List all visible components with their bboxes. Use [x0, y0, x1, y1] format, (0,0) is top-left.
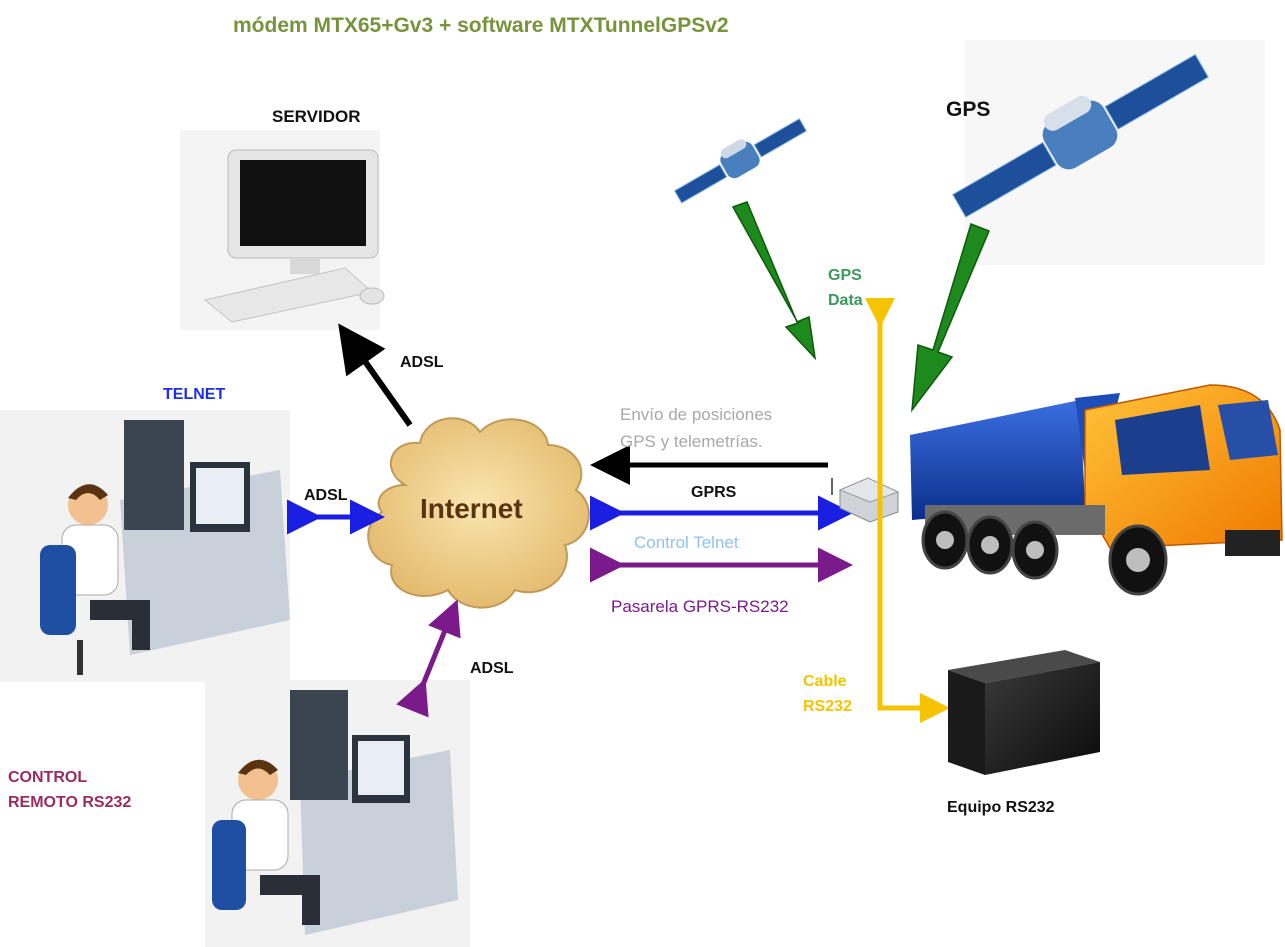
server-label: SERVIDOR: [272, 107, 361, 126]
control-line1: CONTROL: [8, 769, 88, 786]
computer-operator-icon: [0, 410, 290, 682]
satellite-icon: [952, 40, 1265, 265]
adsl-remote-arrow: [396, 599, 461, 718]
cable-rs232-arrow: [865, 298, 950, 723]
pasarela-label: Pasarela GPRS-RS232: [611, 597, 789, 616]
control-telnet-label: Control Telnet: [634, 533, 739, 552]
adsl-remote-label: ADSL: [470, 660, 514, 677]
equipo-rs232-label: Equipo RS232: [947, 799, 1055, 816]
internet-label: Internet: [420, 493, 523, 524]
gps-data-line1: GPS: [828, 267, 862, 284]
telnet-label: TELNET: [163, 386, 226, 403]
envio-line2: GPS y telemetrías.: [620, 432, 763, 451]
gprs-label: GPRS: [691, 484, 737, 501]
internet-cloud-icon: [367, 417, 590, 609]
truck-icon: [910, 384, 1283, 596]
control-remoto-label: CONTROL REMOTO RS232: [8, 765, 131, 815]
gps-data-line2: Data: [828, 292, 863, 309]
adsl-telnet-label: ADSL: [304, 487, 348, 504]
gps-label: GPS: [946, 98, 991, 121]
gps-data-label: GPS Data: [828, 263, 863, 313]
modem-icon: [831, 477, 900, 523]
page-title: módem MTX65+Gv3 + software MTXTunnelGPSv…: [233, 14, 729, 37]
envio-label: Envío de posiciones GPS y telemetrías.: [620, 401, 772, 455]
adsl-server-arrow: [338, 323, 413, 427]
envio-line1: Envío de posiciones: [620, 405, 773, 424]
server-computer-icon: [180, 130, 385, 330]
satellite-icon: [673, 118, 808, 204]
computer-operator-icon: [205, 680, 470, 947]
cable-rs232-label: Cable RS232: [803, 669, 852, 719]
cable-line2: RS232: [803, 698, 852, 715]
control-line2: REMOTO RS232: [8, 794, 132, 811]
black-box-icon: [948, 650, 1100, 775]
adsl-server-label: ADSL: [400, 354, 444, 371]
cable-line1: Cable: [803, 673, 847, 690]
